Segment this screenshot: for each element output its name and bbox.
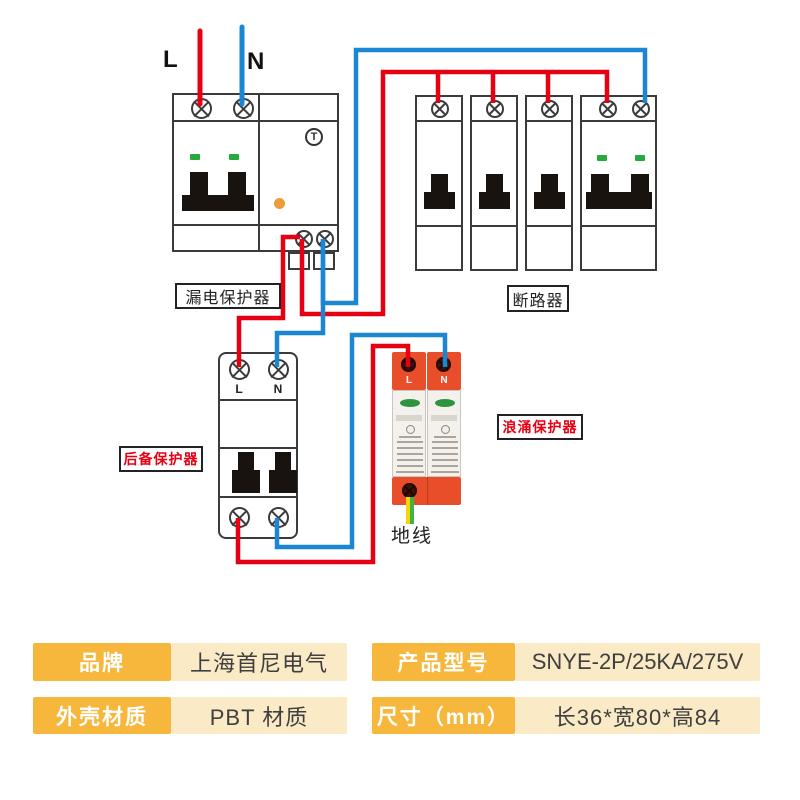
breaker-toggle bbox=[591, 174, 609, 192]
terminal-screw-icon bbox=[233, 98, 254, 119]
leakage-protector-device: T bbox=[172, 93, 339, 270]
status-indicator bbox=[229, 154, 239, 160]
breaker-1p-device bbox=[415, 95, 463, 271]
ground-screw-icon bbox=[402, 483, 417, 498]
spec-label-material: 外壳材质 bbox=[33, 697, 171, 734]
spec-label-brand: 品牌 bbox=[33, 643, 171, 681]
terminal-shield bbox=[288, 252, 310, 270]
status-window bbox=[435, 399, 455, 407]
module-label-strip bbox=[396, 415, 422, 421]
spec-value-brand: 上海首尼电气 bbox=[171, 643, 347, 681]
breaker-toggle-bar bbox=[182, 195, 254, 211]
backup-protector-label: 后备保护器 bbox=[119, 446, 203, 472]
breaker-toggle bbox=[190, 172, 208, 197]
breaker-toggle bbox=[541, 174, 558, 192]
breaker-toggle bbox=[238, 452, 254, 472]
surge-protector-device: L N bbox=[392, 352, 462, 505]
breaker-toggle bbox=[431, 174, 448, 192]
backup-protector-device: L N bbox=[218, 352, 298, 539]
terminal-shield bbox=[313, 252, 335, 270]
terminal-screw-icon bbox=[401, 357, 416, 372]
spec-value-size: 长36*宽80*高84 bbox=[515, 697, 760, 734]
terminal-screw-icon bbox=[295, 230, 313, 248]
terminal-neutral-label: N bbox=[273, 382, 283, 396]
breaker-toggle bbox=[479, 192, 510, 209]
leakage-protector-label: 漏电保护器 bbox=[175, 283, 281, 309]
terminal-screw-icon bbox=[268, 359, 289, 380]
ground-wire-label: 地线 bbox=[391, 526, 434, 547]
surge-terminal-block: N bbox=[427, 352, 461, 390]
divider bbox=[174, 224, 337, 226]
breaker-toggle bbox=[534, 192, 565, 209]
breaker-toggle bbox=[486, 174, 503, 192]
terminal-screw-icon bbox=[599, 100, 617, 118]
breaker-toggle bbox=[275, 452, 291, 472]
terminal-screw-icon bbox=[431, 100, 449, 118]
divider bbox=[174, 120, 337, 122]
surge-live-label: L bbox=[405, 375, 413, 386]
status-indicator bbox=[635, 155, 645, 161]
trip-indicator bbox=[274, 198, 285, 209]
spec-label-size: 尺寸（mm） bbox=[372, 697, 515, 734]
cert-mark-icon bbox=[406, 425, 415, 434]
terminal-live-label: L bbox=[235, 382, 243, 396]
breaker-2p-device bbox=[580, 95, 657, 271]
feed-neutral-label: N bbox=[247, 48, 265, 75]
breaker-toggle bbox=[228, 172, 246, 197]
divider bbox=[258, 95, 260, 250]
surge-module bbox=[392, 390, 426, 477]
surge-ground-block bbox=[392, 477, 461, 505]
terminal-screw-icon bbox=[316, 230, 334, 248]
status-indicator bbox=[597, 155, 607, 161]
surge-terminal-block: L bbox=[392, 352, 426, 390]
breaker-toggle bbox=[424, 192, 455, 209]
spec-label-model: 产品型号 bbox=[372, 643, 515, 681]
breaker-toggle bbox=[269, 470, 297, 493]
breaker-toggle bbox=[631, 174, 649, 192]
breaker-toggle bbox=[232, 470, 260, 493]
module-label-strip bbox=[431, 415, 457, 421]
surge-protector-label: 浪涌保护器 bbox=[497, 414, 583, 440]
status-window bbox=[400, 399, 420, 407]
circuit-breaker-label: 断路器 bbox=[507, 285, 569, 312]
terminal-screw-icon bbox=[229, 507, 250, 528]
terminal-screw-icon bbox=[268, 507, 289, 528]
terminal-screw-icon bbox=[191, 98, 212, 119]
status-indicator bbox=[190, 154, 200, 160]
terminal-screw-icon bbox=[436, 357, 451, 372]
surge-module bbox=[427, 390, 461, 477]
breaker-1p-device bbox=[470, 95, 518, 271]
terminal-screw-icon bbox=[632, 100, 650, 118]
test-button: T bbox=[305, 128, 323, 146]
spec-value-material: PBT 材质 bbox=[171, 697, 347, 734]
cert-mark-icon bbox=[441, 425, 450, 434]
feed-live-label: L bbox=[163, 46, 178, 73]
terminal-screw-icon bbox=[229, 359, 250, 380]
terminal-screw-icon bbox=[486, 100, 504, 118]
terminal-screw-icon bbox=[541, 100, 559, 118]
surge-neutral-label: N bbox=[440, 375, 448, 386]
breaker-toggle-bar bbox=[586, 192, 652, 209]
spec-value-model: SNYE-2P/25KA/275V bbox=[515, 643, 760, 681]
breaker-1p-device bbox=[525, 95, 573, 271]
